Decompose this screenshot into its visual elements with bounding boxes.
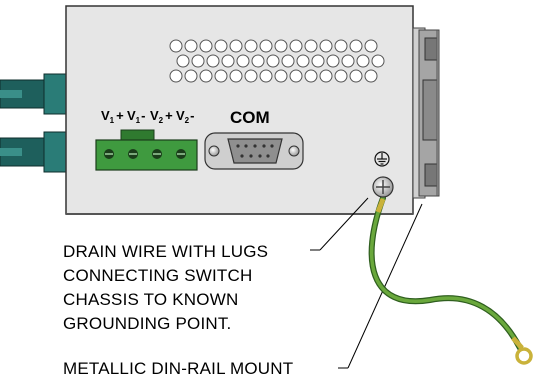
vent-hole (304, 39, 318, 53)
com-port-db9 (204, 132, 304, 170)
vent-hole (326, 54, 340, 68)
vent-hole (289, 39, 303, 53)
vent-hole (349, 39, 363, 53)
vent-hole (244, 39, 258, 53)
com-port-label: COM (230, 108, 270, 127)
drain-wire-callout-line-4: GROUNDING POINT. (63, 314, 232, 333)
vent-hole (169, 39, 183, 53)
drain-wire (368, 195, 523, 351)
vent-hole (356, 54, 370, 68)
vent-hole (364, 39, 378, 53)
vent-hole (296, 54, 310, 68)
vent-hole (184, 39, 198, 53)
vent-hole (206, 54, 220, 68)
vent-hole (244, 69, 258, 83)
fiber-connector-bottom (0, 131, 71, 173)
vent-hole (274, 69, 288, 83)
fiber-connector-top (0, 73, 71, 115)
svg-text:V1+: V1+ (101, 108, 124, 125)
vent-hole (349, 69, 363, 83)
vent-hole (191, 54, 205, 68)
vent-hole (319, 69, 333, 83)
power-terminal-block (95, 129, 198, 171)
ground-symbol-icon (374, 151, 390, 167)
drain-wire-callout-line-1: DRAIN WIRE WITH LUGS (63, 242, 269, 261)
svg-text:V2-: V2- (176, 108, 194, 125)
drain-wire-callout-line-2: CONNECTING SWITCH (63, 266, 253, 285)
vent-hole (371, 54, 385, 68)
vent-hole (184, 69, 198, 83)
vent-hole (221, 54, 235, 68)
vent-hole (311, 54, 325, 68)
ventilation-grille (169, 39, 385, 83)
vent-hole (289, 69, 303, 83)
vent-hole (341, 54, 355, 68)
ring-lug (511, 336, 533, 365)
vent-hole (334, 39, 348, 53)
vent-hole (364, 69, 378, 83)
vent-hole (334, 69, 348, 83)
vent-hole (251, 54, 265, 68)
vent-hole (169, 69, 183, 83)
svg-text:V2+: V2+ (150, 108, 173, 125)
vent-hole (236, 54, 250, 68)
vent-hole (229, 69, 243, 83)
vent-hole (214, 39, 228, 53)
din-rail-mount (412, 27, 440, 199)
vent-hole (214, 69, 228, 83)
vent-hole (199, 69, 213, 83)
vent-hole (229, 39, 243, 53)
vent-hole (176, 54, 190, 68)
drain-wire-callout-line-3: CHASSIS TO KNOWN (63, 290, 239, 309)
svg-text:V1-: V1- (127, 108, 145, 125)
vent-hole (319, 39, 333, 53)
din-rail-callout: METALLIC DIN-RAIL MOUNT (63, 359, 294, 378)
power-terminal-labels: V1+ V1- V2+ V2- (101, 108, 194, 125)
vent-hole (259, 69, 273, 83)
vent-hole (266, 54, 280, 68)
vent-hole (199, 39, 213, 53)
vent-hole (281, 54, 295, 68)
vent-hole (304, 69, 318, 83)
vent-hole (259, 39, 273, 53)
ground-screw (372, 176, 394, 198)
vent-hole (274, 39, 288, 53)
